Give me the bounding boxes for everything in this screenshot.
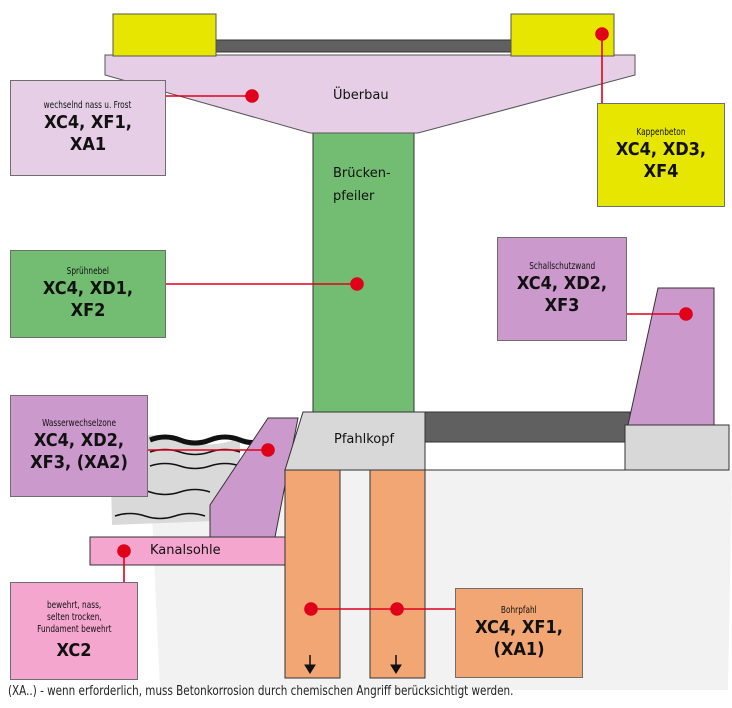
footnote: (XA..) - wenn erforderlich, muss Betonko… <box>8 684 514 699</box>
callout-wasserwechsel-class-2: XF3, (XA2) <box>30 452 128 473</box>
schallschutzwand <box>627 287 715 426</box>
callout-spruehnebel-class-2: XF2 <box>70 300 106 321</box>
callout-wasserwechsel-class-1: XC4, XD2, <box>33 430 125 451</box>
brueckenpfeiler <box>312 132 415 413</box>
callout-kappe-class-2: XF4 <box>643 161 679 182</box>
callout-fundament-label-3: Fundament bewehrt <box>36 624 112 635</box>
callout-schallschutz: Schallschutzwand XC4, XD2, XF3 <box>497 237 627 341</box>
callout-spruehnebel-class-1: XC4, XD1, <box>42 278 134 299</box>
callout-spruehnebel: Sprühnebel XC4, XD1, XF2 <box>10 250 166 338</box>
label-kanalsohle: Kanalsohle <box>150 543 221 558</box>
callout-bohrpfahl-class-1: XC4, XF1, <box>475 617 563 638</box>
callout-frost-label: wechselnd nass u. Frost <box>44 100 132 111</box>
callout-kappe: Kappenbeton XC4, XD3, XF4 <box>597 103 725 207</box>
callout-bohrpfahl: Bohrpfahl XC4, XF1, (XA1) <box>455 588 583 678</box>
callout-frost-class-2: XA1 <box>69 134 107 155</box>
callout-frost-class-1: XC4, XF1, <box>44 112 132 133</box>
callout-kappe-label: Kappenbeton <box>636 127 686 138</box>
fahrbahn <box>214 39 513 53</box>
label-pfahlkopf: Pfahlkopf <box>334 432 395 447</box>
callout-spruehnebel-label: Sprühnebel <box>66 266 110 277</box>
bohrpfahl-right <box>369 469 426 679</box>
kappe-left <box>112 13 217 57</box>
callout-bohrpfahl-class-2: (XA1) <box>493 639 545 660</box>
callout-fundament: bewehrt, nass, selten trocken, Fundament… <box>10 582 138 680</box>
callout-frost: wechselnd nass u. Frost XC4, XF1, XA1 <box>10 80 166 176</box>
callout-schallschutz-class-1: XC4, XD2, <box>516 273 608 294</box>
schallschutzwand-base <box>624 424 730 471</box>
callout-kappe-class-1: XC4, XD3, <box>615 139 707 160</box>
callout-wasserwechsel-label: Wasserwechselzone <box>42 418 116 429</box>
callout-bohrpfahl-label: Bohrpfahl <box>501 605 537 616</box>
label-ueberbau: Überbau <box>333 88 389 103</box>
road-slab <box>419 411 631 443</box>
callout-fundament-label-2: selten trocken, <box>46 612 102 623</box>
callout-schallschutz-class-2: XF3 <box>544 295 580 316</box>
callout-wasserwechsel: Wasserwechselzone XC4, XD2, XF3, (XA2) <box>10 395 148 497</box>
connectors <box>117 27 693 616</box>
road-underside <box>419 441 631 471</box>
callout-fundament-label-1: bewehrt, nass, <box>46 600 102 611</box>
callout-fundament-class-1: XC2 <box>56 640 92 661</box>
label-pfeiler-1: Brücken- <box>333 166 391 181</box>
pile-arrow-icon <box>304 655 402 674</box>
callout-schallschutz-label: Schallschutzwand <box>529 261 595 272</box>
bohrpfahl-left <box>284 469 341 679</box>
ueberbau <box>104 54 636 134</box>
label-pfeiler-2: pfeiler <box>333 189 375 204</box>
